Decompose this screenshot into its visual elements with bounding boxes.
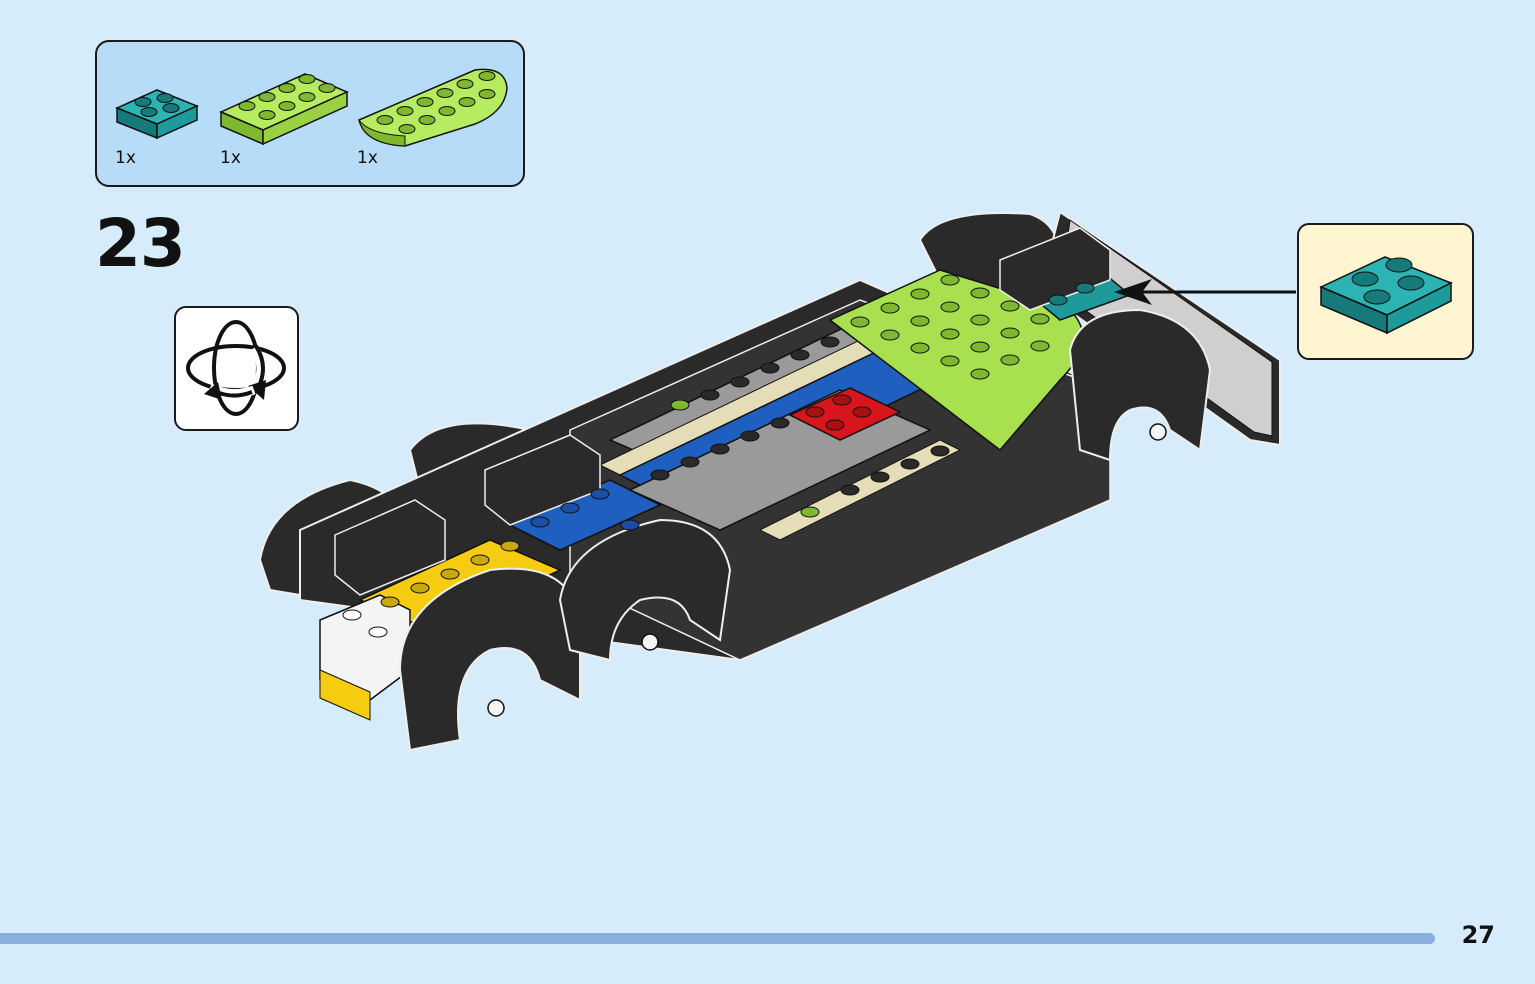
lime-plate-round-corner-icon [358, 68, 508, 147]
part-quantity-1: 1x [115, 148, 136, 168]
step-number: 23 [95, 205, 186, 282]
part-quantity-2: 1x [220, 148, 241, 168]
rotate-model-icon [186, 320, 286, 416]
page-number: 27 [1461, 921, 1495, 949]
part-quantity-3: 1x [357, 148, 378, 168]
teal-plate-2x2-icon [115, 89, 199, 140]
rotate-model-box [174, 306, 299, 431]
lime-plate-2x4-icon [219, 73, 349, 146]
placement-arrow-icon [1114, 279, 1296, 305]
teal-plate-2x2-callout-icon [1319, 256, 1453, 335]
progress-bar [0, 933, 1435, 944]
model-illustration [258, 210, 1281, 752]
callout-box [1297, 223, 1474, 360]
parts-list-box: 1x 1x 1x [95, 40, 525, 187]
